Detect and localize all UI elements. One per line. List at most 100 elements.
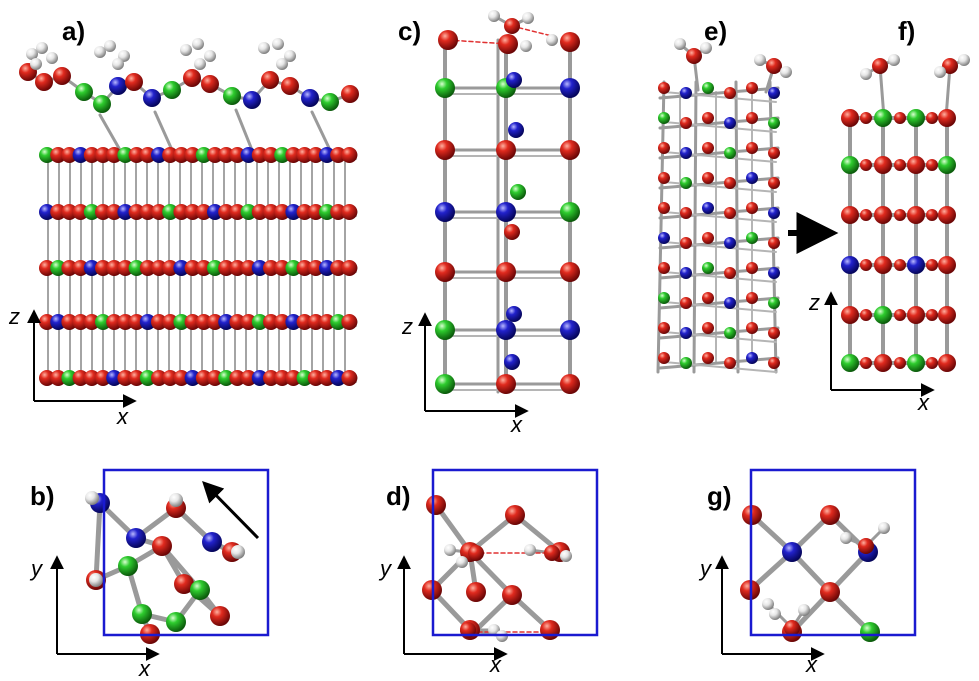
bond xyxy=(658,266,780,280)
atom-red xyxy=(768,327,780,339)
atom-blue xyxy=(143,89,161,107)
atom-red xyxy=(938,206,956,224)
atom-red xyxy=(128,370,145,386)
atom-blue xyxy=(841,256,859,274)
atom-green xyxy=(163,81,181,99)
bond xyxy=(93,500,103,583)
atom-blue xyxy=(207,204,223,220)
atom-red xyxy=(702,352,714,364)
axis-label-a-z: z xyxy=(8,304,20,329)
bond xyxy=(692,80,698,374)
atom-red xyxy=(195,370,212,386)
atom-blue xyxy=(202,532,222,552)
atom-blue xyxy=(173,260,190,276)
atom-red xyxy=(468,545,484,561)
atom-red xyxy=(841,206,859,224)
bond xyxy=(658,116,780,130)
panel-label-d: d) xyxy=(386,481,411,511)
atom-green xyxy=(435,320,455,340)
atom-white xyxy=(762,598,774,610)
atom-red xyxy=(72,260,89,276)
atom-white xyxy=(89,573,103,587)
atom-red xyxy=(50,370,67,386)
atom-red xyxy=(263,260,279,276)
atom-blue xyxy=(907,256,925,274)
atom-red xyxy=(496,140,516,160)
atom-white xyxy=(780,66,792,78)
atom-white xyxy=(456,556,468,568)
atom-green xyxy=(319,204,335,220)
atom-red xyxy=(263,314,279,330)
atom-red xyxy=(680,207,692,219)
atom-blue xyxy=(680,87,692,99)
atom-red xyxy=(274,204,291,220)
atom-red xyxy=(229,260,246,276)
atom-red xyxy=(330,204,347,220)
atom-red xyxy=(686,48,702,64)
atom-red xyxy=(184,204,201,220)
atom-red xyxy=(39,314,55,330)
atom-red xyxy=(195,204,212,220)
unit-cell-box-d xyxy=(431,468,599,637)
atom-red xyxy=(702,142,714,154)
atom-white xyxy=(194,58,206,70)
atom-red xyxy=(435,262,455,282)
bond xyxy=(658,326,780,340)
atom-white xyxy=(674,38,686,50)
atom-green xyxy=(190,580,210,600)
atom-blue xyxy=(251,260,268,276)
atom-red xyxy=(435,140,455,160)
atom-red xyxy=(658,202,670,214)
atom-red xyxy=(702,322,714,334)
atom-green xyxy=(93,95,111,113)
atom-blue xyxy=(151,147,167,163)
axis-label-f-z: z xyxy=(808,290,820,315)
atom-red xyxy=(702,292,714,304)
atom-red xyxy=(263,370,279,386)
atom-red xyxy=(285,370,302,386)
hydrogen-bond xyxy=(447,39,509,45)
atom-red xyxy=(724,177,736,189)
atom-red xyxy=(680,117,692,129)
atom-red xyxy=(218,204,235,220)
atom-red xyxy=(274,314,291,330)
atom-red xyxy=(724,207,736,219)
atom-red xyxy=(341,260,358,276)
atom-red xyxy=(498,34,518,54)
atom-red xyxy=(926,159,938,171)
atom-red xyxy=(540,620,560,640)
atom-red xyxy=(173,204,190,220)
atom-red xyxy=(251,147,268,163)
atom-red xyxy=(926,112,938,124)
atom-red xyxy=(261,71,279,89)
axis-label-d-y: y xyxy=(378,556,393,581)
atom-white xyxy=(754,54,766,66)
atom-green xyxy=(841,354,859,372)
axes-b xyxy=(50,555,160,661)
atom-red xyxy=(229,204,246,220)
atom-red xyxy=(39,260,55,276)
bond xyxy=(658,236,780,250)
atom-red xyxy=(207,370,223,386)
atom-red xyxy=(117,314,134,330)
atom-red xyxy=(95,370,111,386)
atom-red xyxy=(330,147,347,163)
bond xyxy=(658,356,780,370)
atom-white xyxy=(26,48,38,60)
atom-red xyxy=(724,357,736,369)
atom-blue xyxy=(126,528,146,548)
atom-blue xyxy=(768,207,780,219)
atom-red xyxy=(746,82,758,94)
atom-red xyxy=(128,147,145,163)
atom-green xyxy=(132,604,152,624)
atom-red xyxy=(926,259,938,271)
atom-red xyxy=(151,260,167,276)
atom-red xyxy=(894,209,906,221)
atom-green xyxy=(50,260,67,276)
atom-blue xyxy=(746,352,758,364)
atom-red xyxy=(658,82,670,94)
atom-white xyxy=(958,54,970,66)
atom-blue xyxy=(658,232,670,244)
atom-red xyxy=(173,147,190,163)
